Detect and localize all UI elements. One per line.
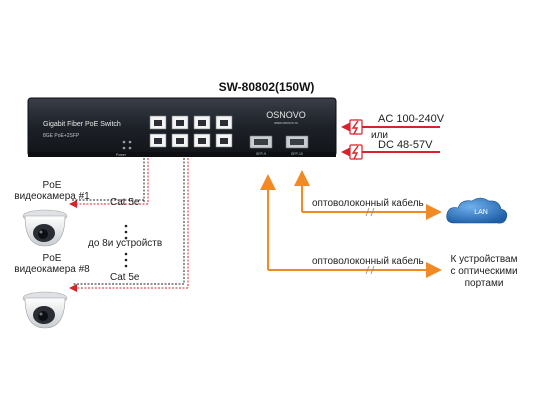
cable2-label: Cat 5e [110,272,140,283]
optic-devices-line1: К устройствам [450,254,518,265]
brand-sub: www.osnovo.ru [274,121,298,125]
power-or-label: или [371,130,389,141]
power-dc-label: DC 48-57V [378,139,433,151]
lan-cloud: LAN [446,197,508,224]
sfp-label-10: SFP-10 [291,152,303,156]
ellipsis-dots [124,224,128,268]
power-ac-line [341,119,440,135]
dome-camera-1 [22,209,68,247]
fiber2-label: оптоволоконный кабель [312,256,424,267]
power-dc-line [341,144,440,160]
camera8-label-line1: PoE [42,253,62,264]
fiber1-label: оптоволоконный кабель [312,198,424,209]
switch-spec: 8GE PoE+2SFP [43,133,80,139]
optic-devices-line2: с оптическими [450,266,518,277]
sfp-label-9: SFP-9 [256,152,266,156]
fiber-line-optic [260,174,442,278]
lan-label: LAN [474,209,488,216]
dome-camera-8 [22,291,68,329]
camera1-label-line2: видеокамера #1 [14,191,90,202]
devices-count-label: до 8и устройств [88,238,163,249]
switch-name: Gigabit Fiber PoE Switch [43,121,121,128]
power-ac-label: AC 100-240V [378,113,445,125]
fiber-line-lan [294,170,442,220]
sfp-ports: SFP-9 SFP-10 [249,135,309,156]
brand-logo: OSNOVO [266,110,306,120]
optic-devices-line3: портами [464,278,504,289]
camera8-label-line2: видеокамера #8 [14,264,90,275]
switch-device: Gigabit Fiber PoE Switch 8GE PoE+2SFP Po… [27,97,337,157]
camera1-label-line1: PoE [42,180,62,191]
power-label: Power [116,153,127,157]
copper-cable-camera1 [69,158,149,208]
cable1-label: Cat 5e [110,197,140,208]
page-title: SW-80802(150W) [218,80,315,94]
copper-cable-camera8 [69,158,189,292]
